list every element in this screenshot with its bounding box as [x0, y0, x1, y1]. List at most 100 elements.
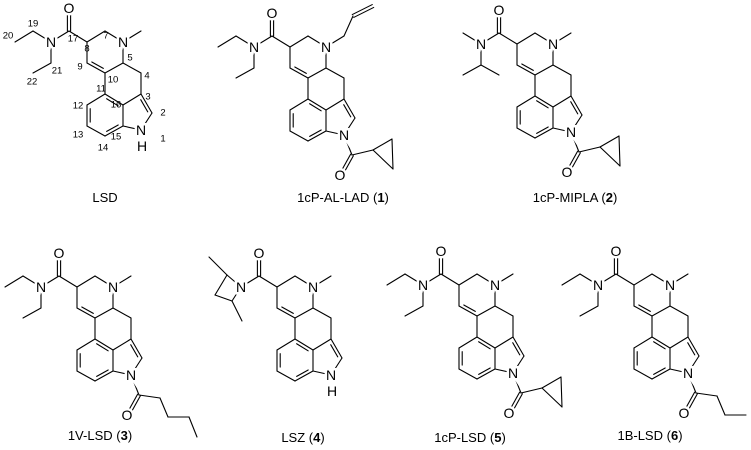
bond — [94, 338, 114, 351]
bond — [343, 15, 354, 37]
bond — [309, 103, 322, 112]
bond — [599, 135, 620, 148]
hydrogen-atom-label: H — [327, 383, 337, 399]
bond — [294, 275, 314, 288]
bond — [76, 338, 96, 351]
bond — [340, 153, 352, 173]
bond — [653, 367, 666, 375]
bond — [271, 35, 291, 48]
bond — [687, 336, 700, 357]
bond — [307, 67, 327, 79]
bond — [4, 275, 24, 288]
bond — [231, 300, 243, 322]
bond — [534, 64, 554, 76]
oxygen-atom-label: O — [64, 0, 75, 16]
bond — [516, 95, 536, 108]
bond — [669, 336, 689, 349]
bond — [462, 64, 482, 76]
oxygen-atom-label: O — [267, 5, 278, 21]
bond — [516, 32, 536, 45]
bond — [127, 393, 139, 413]
atom-number-8: 8 — [84, 44, 89, 55]
bond — [330, 344, 339, 358]
bond — [480, 32, 500, 45]
bond — [633, 368, 653, 380]
bond — [480, 64, 500, 76]
atom-number-17: 17 — [68, 34, 79, 45]
bonds — [386, 252, 563, 413]
bond — [76, 275, 96, 288]
nitrogen-atom-label: N — [508, 365, 518, 381]
nitrogen-atom-label: N — [548, 36, 558, 52]
bond — [325, 67, 345, 79]
bond — [386, 273, 406, 286]
nitrogen-atom-label: N — [236, 279, 246, 295]
bond — [570, 131, 580, 153]
compound-name: 1cP-AL-LAD — [297, 190, 369, 205]
atom-number-9: 9 — [77, 62, 82, 73]
bond — [258, 275, 278, 288]
bonds — [217, 4, 394, 175]
bond — [122, 62, 142, 74]
bond — [106, 124, 119, 132]
nitrogen-atom-label: N — [46, 34, 56, 50]
bond — [122, 30, 142, 43]
bond — [231, 286, 242, 302]
compound-label: 1B-LSD (6) — [617, 428, 682, 443]
nitrogen-atom-label: N — [339, 127, 349, 143]
bond — [476, 273, 496, 286]
bond — [536, 100, 549, 109]
bond — [58, 275, 78, 288]
bond — [50, 30, 70, 43]
bond — [599, 146, 621, 167]
bond — [276, 275, 296, 288]
bond — [276, 307, 296, 319]
bond — [32, 62, 52, 74]
bond — [294, 66, 307, 74]
bond — [309, 129, 322, 137]
atom-number-22: 22 — [27, 77, 38, 88]
bond — [570, 101, 579, 115]
bond — [478, 341, 491, 350]
oxygen-atom-label: O — [436, 243, 447, 259]
compound-label: 1cP-LSD (5) — [434, 430, 506, 445]
oxygen-atom-label: O — [494, 2, 505, 18]
bond — [687, 355, 700, 374]
bond — [686, 393, 698, 413]
bond — [312, 275, 332, 288]
bond — [552, 127, 572, 133]
atom-number-10: 10 — [108, 75, 119, 86]
bond — [458, 305, 478, 317]
bond — [226, 274, 242, 288]
bond — [307, 98, 327, 111]
bonds — [561, 252, 747, 416]
bond — [687, 372, 697, 394]
nitrogen-atom-label: N — [308, 279, 318, 295]
bonds — [4, 254, 198, 438]
compound-number: 1 — [377, 190, 384, 205]
bond — [512, 336, 525, 357]
bond — [296, 343, 309, 352]
oxygen-atom-label: O — [611, 243, 622, 259]
bond — [130, 338, 143, 359]
bond — [343, 98, 356, 119]
bond — [536, 126, 549, 134]
bond — [638, 304, 651, 312]
oxygen-atom-label: O — [335, 167, 346, 183]
bond — [81, 306, 94, 314]
oxygen-atom-label: O — [254, 245, 265, 261]
bond — [307, 130, 327, 142]
atom-number-2: 2 — [160, 108, 165, 119]
bond — [509, 391, 521, 411]
bond — [240, 275, 260, 288]
bond — [235, 67, 255, 79]
bond — [104, 93, 124, 106]
atom-number-11: 11 — [96, 84, 106, 95]
bond — [463, 304, 476, 312]
atom-number-15: 15 — [111, 132, 122, 143]
bond — [112, 338, 132, 351]
bond — [294, 338, 314, 351]
nitrogen-atom-label: N — [490, 277, 500, 293]
bond — [372, 149, 394, 170]
